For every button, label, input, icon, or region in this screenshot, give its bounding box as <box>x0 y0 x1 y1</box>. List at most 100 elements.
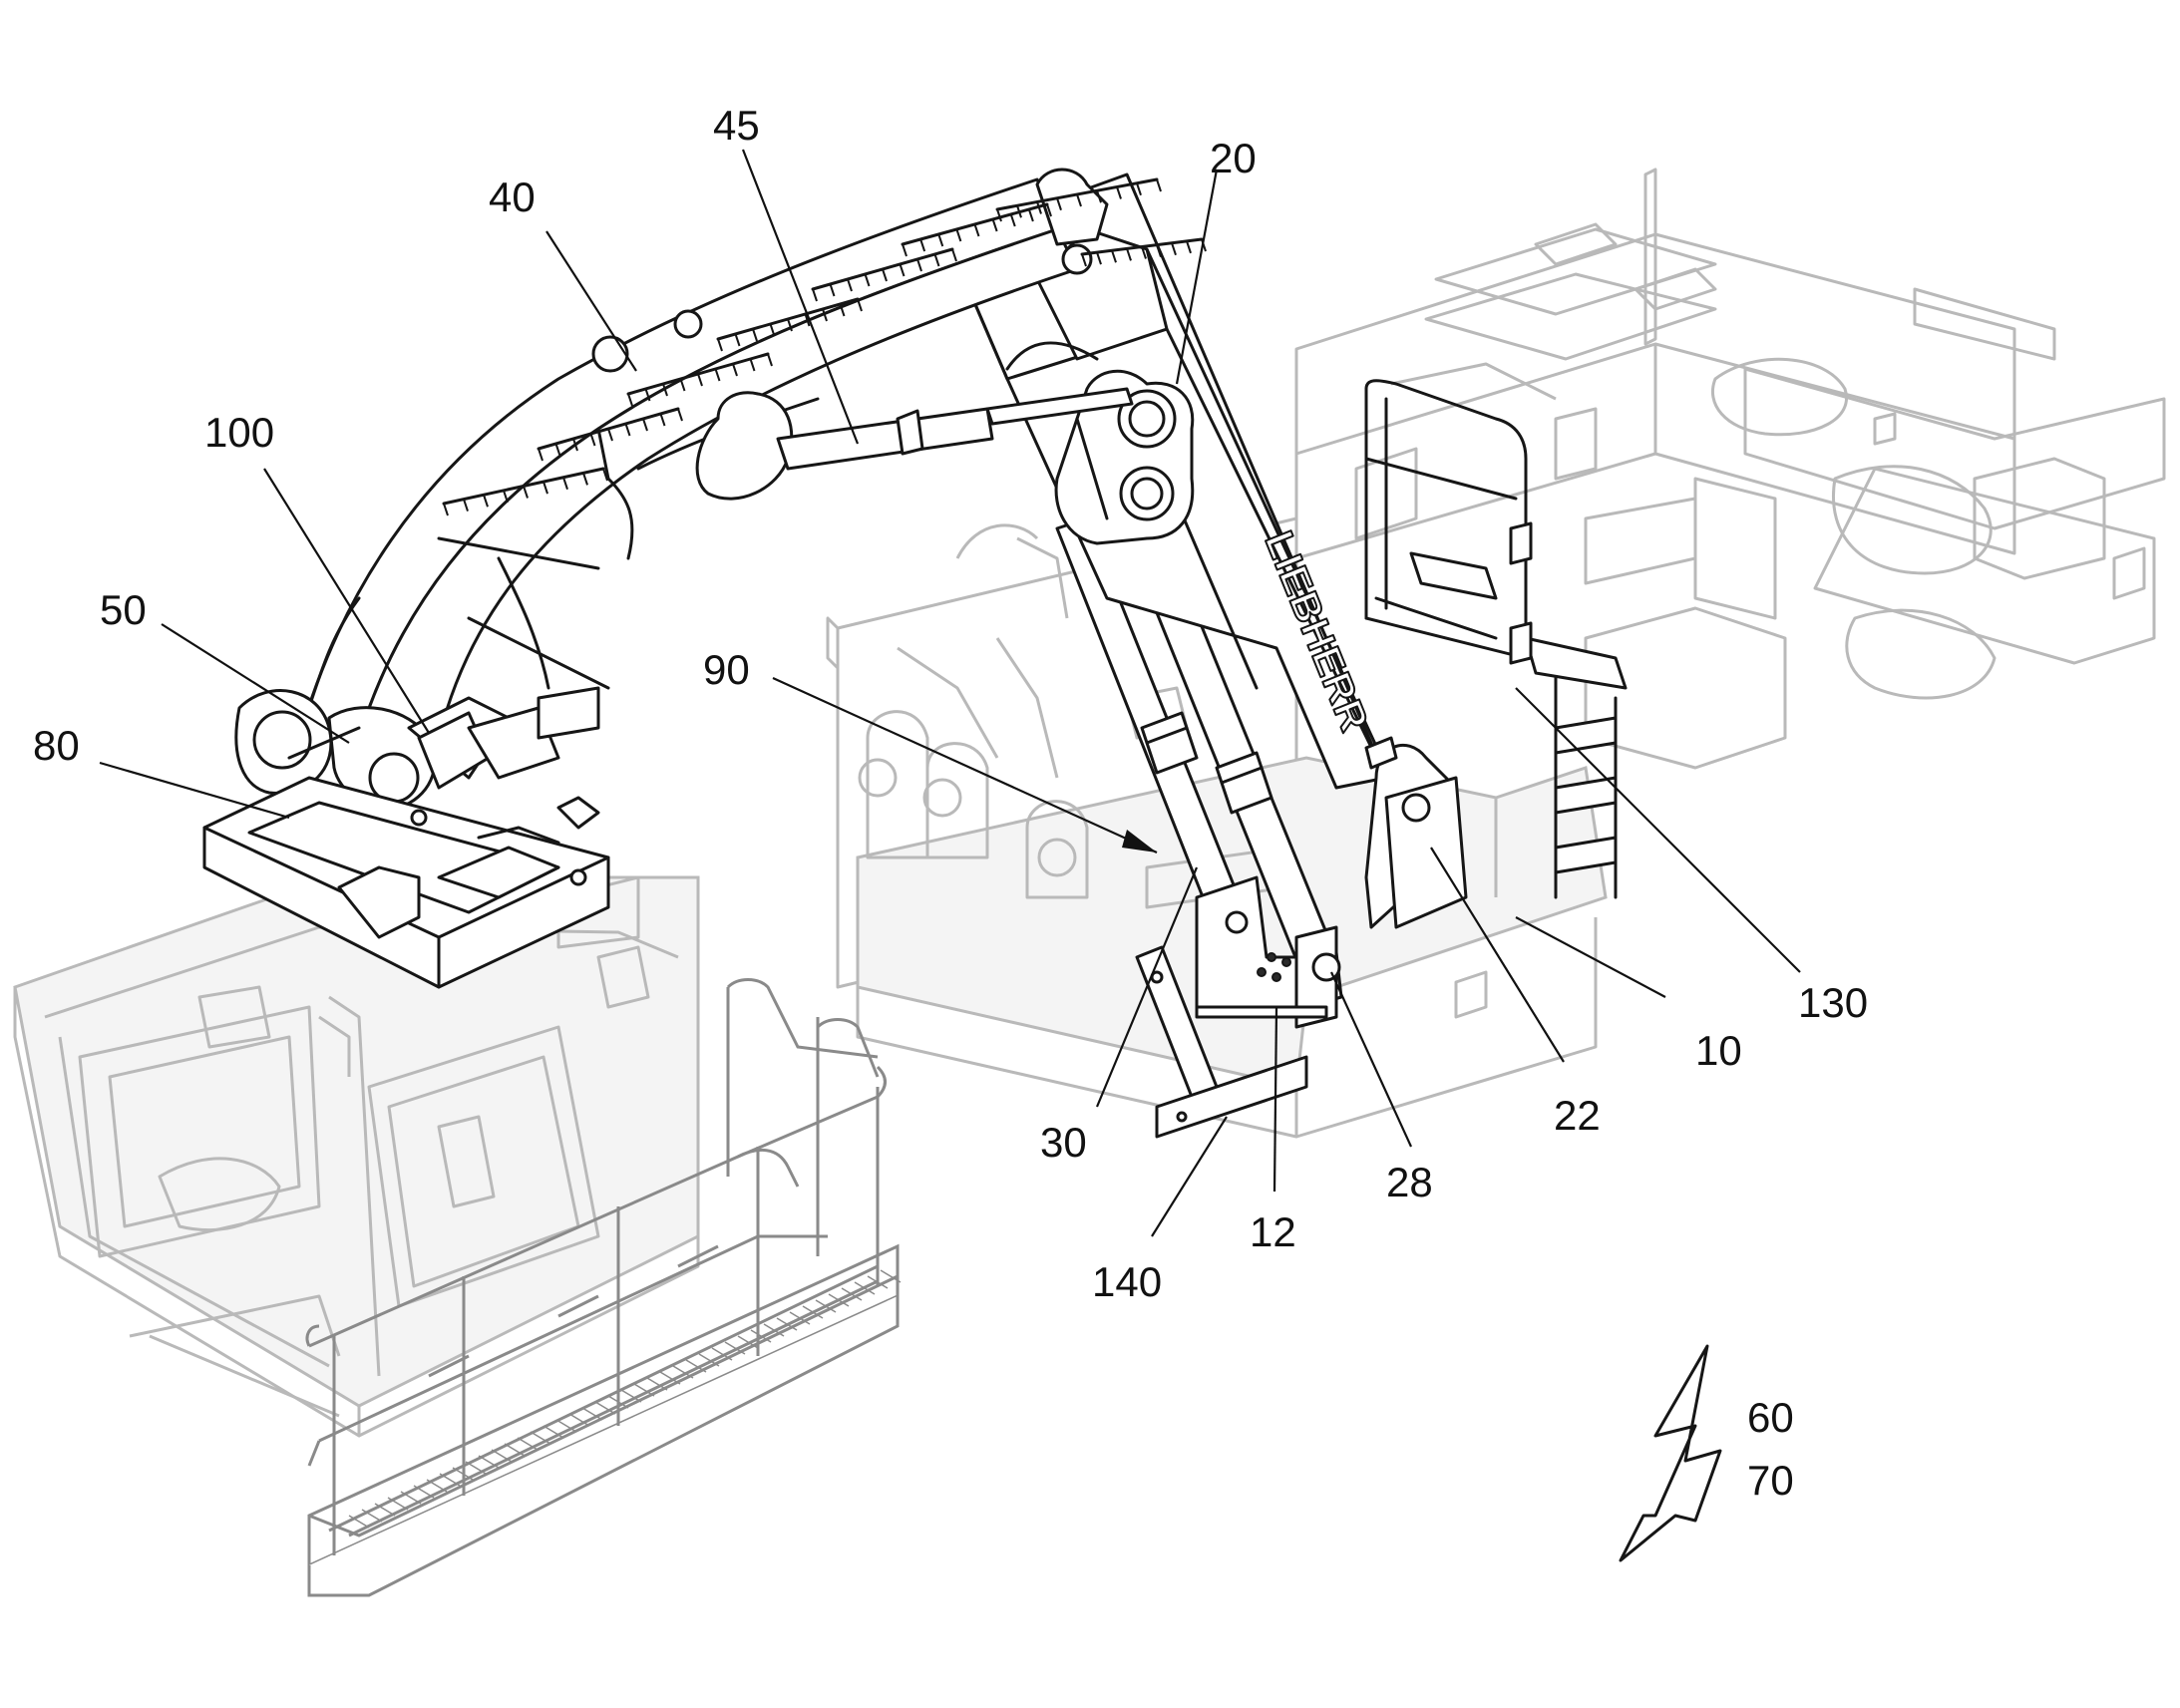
label-40: 40 <box>489 173 536 220</box>
rake-tine <box>554 443 561 457</box>
grating-bar <box>750 1329 772 1343</box>
label-45: 45 <box>713 102 760 149</box>
rake-tine <box>991 218 998 232</box>
rake-tine <box>1081 253 1087 267</box>
rake-tine <box>812 288 818 302</box>
rake-bar <box>467 616 610 690</box>
grating-bar <box>854 1281 876 1295</box>
grating-bar <box>361 1509 383 1523</box>
grating-bar <box>374 1503 396 1517</box>
rake-tine <box>662 383 668 397</box>
rake-tine <box>1141 246 1147 259</box>
rake-tine <box>916 258 922 272</box>
rake-tine <box>443 503 449 516</box>
grating-bar <box>841 1287 863 1301</box>
grating-bar <box>478 1455 500 1469</box>
rake-tine <box>899 263 906 277</box>
rake-tine <box>902 243 908 257</box>
rake-tine <box>523 486 529 499</box>
rake-tine <box>1156 178 1162 192</box>
grating-bar <box>543 1425 564 1439</box>
grating-bar <box>555 1419 577 1433</box>
rake-tine <box>787 318 793 332</box>
grating-bar <box>685 1359 707 1373</box>
walkway-platform <box>305 978 902 1597</box>
rake-tine <box>734 333 741 347</box>
rake-tine <box>538 448 544 462</box>
boom: LIEBHERR <box>945 172 1468 929</box>
grating-bar <box>517 1437 539 1451</box>
rake-tine <box>767 353 773 367</box>
rake-tine <box>624 423 631 437</box>
grating-bar <box>698 1353 720 1367</box>
rake-tine <box>714 368 721 382</box>
rake-tine <box>627 393 633 407</box>
rake-tine <box>589 433 596 447</box>
grating-pattern <box>348 1269 902 1529</box>
rake-tine <box>562 477 568 491</box>
boom-foot-bracket <box>1195 875 1341 1029</box>
rake-tine <box>543 481 548 495</box>
rake-tine <box>769 323 776 337</box>
rake-tine <box>955 228 962 242</box>
rake-tine <box>1116 186 1122 199</box>
rake-bar <box>437 536 600 570</box>
arrow-90-head <box>1122 830 1157 853</box>
rake-tine <box>572 438 578 452</box>
rake-tine <box>1056 197 1062 211</box>
grating-bar <box>530 1431 551 1445</box>
reference-numerals: 45 40 20 100 50 80 90 130 10 22 30 28 12… <box>33 102 1868 1504</box>
undercarriage-frame <box>1294 168 2166 770</box>
grating-bar <box>400 1491 422 1505</box>
rake-tine <box>1096 189 1102 203</box>
grating-bar <box>880 1269 902 1283</box>
grating-bar <box>737 1335 759 1349</box>
rake-tine <box>582 473 588 486</box>
grating-bar <box>828 1293 850 1307</box>
grating-bar <box>491 1449 513 1463</box>
rake-tine <box>951 248 957 262</box>
grating-bar <box>568 1413 590 1427</box>
rake-tine <box>933 253 940 267</box>
grating-bar <box>789 1311 811 1325</box>
rake-tine <box>1046 203 1052 217</box>
label-100: 100 <box>204 409 274 456</box>
rake-tine <box>857 298 863 312</box>
operator-cabin <box>13 846 700 1438</box>
rake-tine <box>717 338 723 352</box>
leader-lines <box>99 149 1801 1237</box>
grating-bar <box>439 1473 461 1487</box>
label-130: 130 <box>1798 979 1868 1026</box>
grating-bar <box>426 1479 448 1493</box>
rake-tine <box>1009 213 1016 227</box>
rake-tine <box>829 283 836 297</box>
rake-tine <box>503 490 509 504</box>
grating-bar <box>581 1407 603 1421</box>
grating-bar <box>724 1341 746 1355</box>
grating-bar <box>504 1443 526 1457</box>
rake-tine <box>973 223 980 237</box>
rake-tine <box>847 278 853 292</box>
rake-tine <box>642 418 648 432</box>
label-50: 50 <box>100 586 147 633</box>
grating-bar <box>633 1383 655 1397</box>
label-30: 30 <box>1040 1119 1087 1166</box>
grating-bar <box>815 1299 837 1313</box>
winch-assembly <box>202 686 610 989</box>
label-20: 20 <box>1210 135 1257 181</box>
label-10: 10 <box>1695 1027 1742 1074</box>
grating-bar <box>594 1401 616 1415</box>
rake-tine <box>804 313 811 327</box>
grating-bar <box>646 1377 668 1391</box>
grating-bar <box>620 1389 642 1403</box>
label-80: 80 <box>33 722 80 769</box>
rake-tine <box>996 208 1002 222</box>
rake-tine <box>1156 244 1162 257</box>
rake-tine <box>483 494 489 508</box>
arm-tines <box>437 177 1207 690</box>
label-22: 22 <box>1554 1092 1601 1139</box>
grating-bar <box>659 1371 681 1385</box>
grating-bar <box>413 1485 435 1499</box>
rake-tine <box>677 408 683 422</box>
